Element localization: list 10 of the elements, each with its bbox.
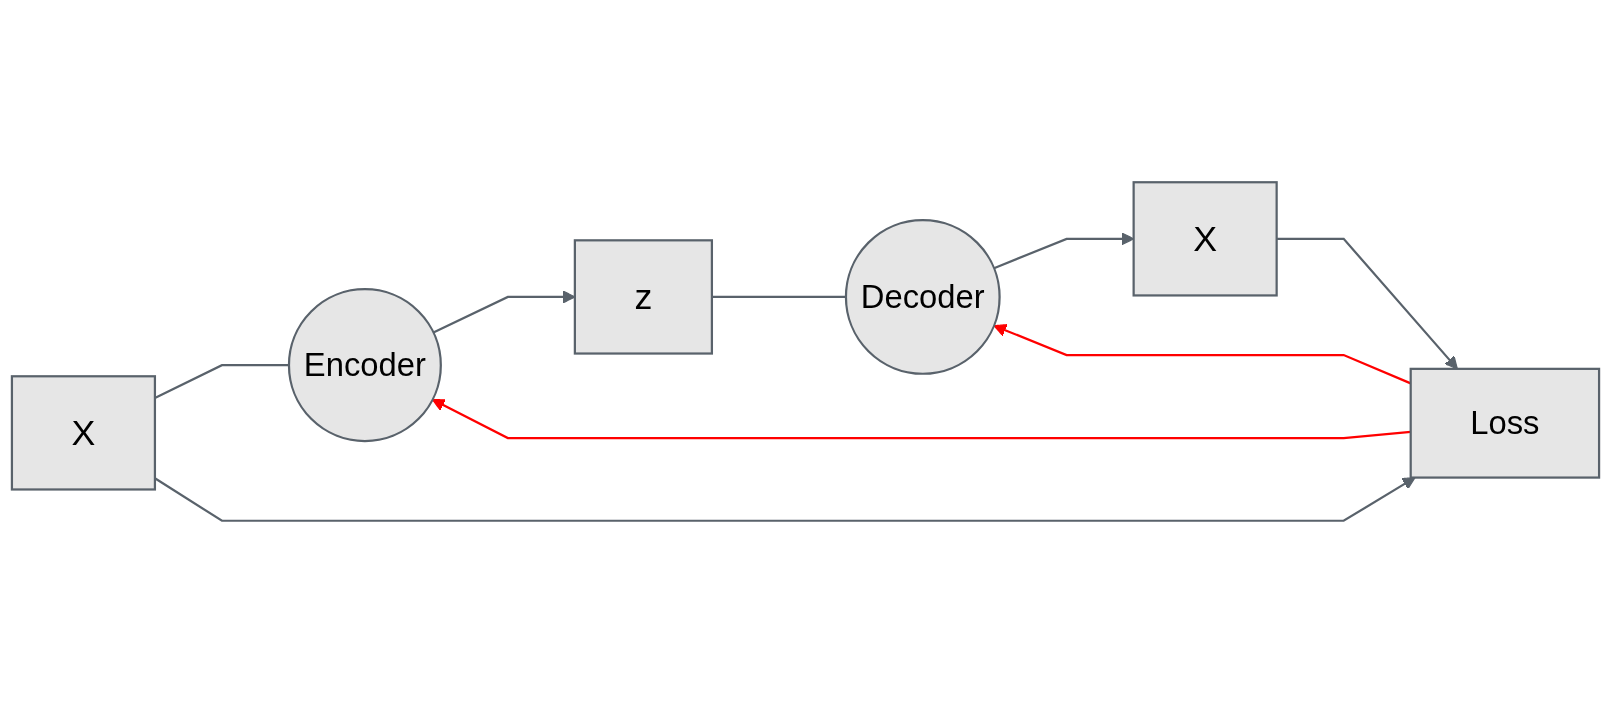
node-circle: Encoder <box>287 288 442 443</box>
node-box: z <box>573 239 713 355</box>
node-box: Loss <box>1409 367 1601 479</box>
connector <box>154 364 289 399</box>
node-circle: Decoder <box>844 219 1001 375</box>
connector <box>711 295 846 299</box>
node-box: X <box>10 375 157 491</box>
arrow <box>154 477 1416 522</box>
node-box: X <box>1132 181 1278 297</box>
arrow <box>431 399 1411 440</box>
